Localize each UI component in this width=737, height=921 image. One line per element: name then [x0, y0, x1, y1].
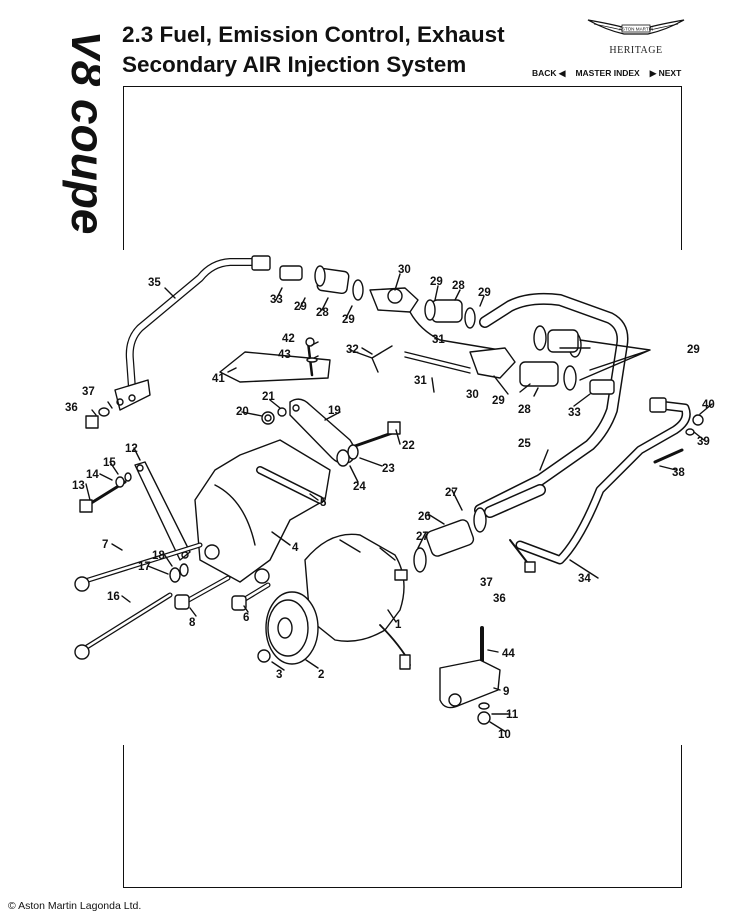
callout: 22 — [402, 440, 415, 452]
callout: 20 — [236, 406, 249, 418]
page-title: 2.3 Fuel, Emission Control, Exhaust Seco… — [122, 20, 505, 80]
v8-coupe-side-logo: V8 coupe — [62, 30, 100, 235]
callout: 8 — [189, 617, 196, 629]
callout: 35 — [148, 277, 161, 289]
heritage-label: HERITAGE — [609, 45, 663, 56]
callout: 30 — [466, 389, 479, 401]
callout: 16 — [107, 591, 120, 603]
callout: 28 — [452, 280, 465, 292]
callout: 37 — [82, 386, 95, 398]
navigation-bar: BACK ◀ MASTER INDEX ▶ NEXT — [532, 68, 681, 79]
copyright-notice: © Aston Martin Lagonda Ltd. — [8, 900, 142, 912]
callout: 29 — [294, 301, 307, 313]
callout: 32 — [346, 344, 359, 356]
callout: 1 — [395, 619, 402, 631]
callout: 26 — [418, 511, 431, 523]
callout: 29 — [687, 344, 700, 356]
callout: 44 — [502, 648, 515, 660]
callout: 33 — [270, 294, 283, 306]
master-index-link[interactable]: MASTER INDEX — [575, 68, 640, 78]
callout: 2 — [318, 669, 324, 681]
callout: 43 — [278, 349, 291, 361]
svg-text:ASTON MARTIN: ASTON MARTIN — [619, 27, 654, 32]
callout: 24 — [353, 481, 366, 493]
callout: 25 — [518, 438, 531, 450]
callout: 29 — [478, 287, 491, 299]
callout: 15 — [103, 457, 116, 469]
callout: 42 — [282, 333, 295, 345]
callout: 38 — [672, 467, 685, 479]
callout: 29 — [342, 314, 355, 326]
callout: 5 — [320, 497, 327, 509]
callout: 3 — [276, 669, 282, 681]
callout: 13 — [72, 480, 85, 492]
callout: 31 — [432, 334, 445, 346]
callout: 41 — [212, 373, 225, 385]
callout: 31 — [414, 375, 427, 387]
callout: 36 — [65, 402, 78, 414]
callout: 7 — [102, 539, 108, 551]
callout: 27 — [445, 487, 458, 499]
callout: 28 — [518, 404, 531, 416]
callout: 11 — [506, 709, 519, 721]
callout: 6 — [243, 612, 249, 624]
callout: 12 — [125, 443, 138, 455]
callout: 29 — [430, 276, 443, 288]
callout: 9 — [503, 686, 509, 698]
callout: 37 — [480, 577, 493, 589]
back-link[interactable]: BACK ◀ — [532, 68, 566, 78]
callout: 36 — [493, 593, 506, 605]
callout: 33 — [568, 407, 581, 419]
side-logo-text: V8 coupe — [62, 30, 100, 235]
callout: 21 — [262, 391, 275, 403]
callout: 10 — [498, 729, 511, 741]
callout: 23 — [382, 463, 395, 475]
parts-linework — [74, 255, 713, 733]
callout: 18 — [152, 550, 165, 562]
title-line-2: Secondary AIR Injection System — [122, 52, 467, 77]
aston-martin-wings-logo: ASTON MARTIN — [587, 19, 685, 35]
callout: 29 — [492, 395, 505, 407]
callout-labels: 35 33 29 28 29 30 29 28 29 29 32 31 31 4… — [65, 264, 715, 741]
callout: 4 — [292, 542, 299, 554]
title-line-1: 2.3 Fuel, Emission Control, Exhaust — [122, 22, 505, 47]
callout: 14 — [86, 469, 99, 481]
callout: 19 — [328, 405, 341, 417]
callout: 28 — [316, 307, 329, 319]
callout: 39 — [697, 436, 710, 448]
next-link[interactable]: ▶ NEXT — [649, 68, 682, 78]
callout: 34 — [578, 573, 591, 585]
callout: 40 — [702, 399, 715, 411]
callout: 30 — [398, 264, 411, 276]
callout: 17 — [138, 561, 151, 573]
callout: 27 — [416, 531, 429, 543]
